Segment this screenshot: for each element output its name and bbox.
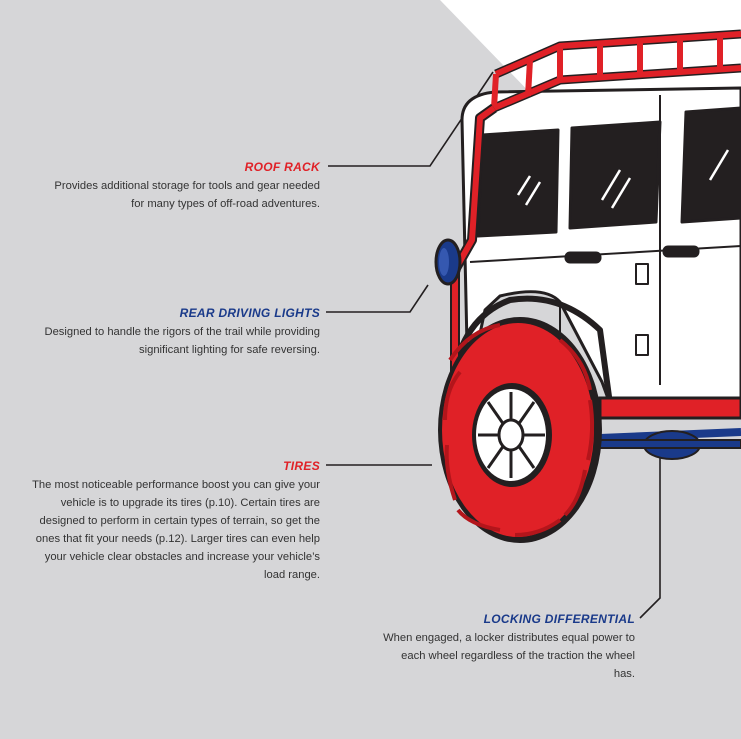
locker-leader bbox=[639, 458, 661, 619]
rear-window bbox=[476, 128, 560, 238]
rear-driving-lights-description: Designed to handle the rigors of the tra… bbox=[44, 326, 321, 356]
rear-lights-leader bbox=[326, 284, 429, 313]
tire-icon bbox=[438, 317, 602, 543]
tires-title: TIRES bbox=[283, 459, 320, 473]
roof-rack-description: Provides additional storage for tools an… bbox=[54, 180, 320, 210]
vehicle-body bbox=[447, 86, 741, 406]
roof-rack-title: ROOF RACK bbox=[244, 160, 320, 174]
roof-rack-icon bbox=[450, 29, 741, 380]
side-window-2 bbox=[680, 106, 741, 224]
locking-differential-title: LOCKING DIFFERENTIAL bbox=[483, 612, 635, 626]
roof-rack-callout: ROOF RACK Provides additional storage fo… bbox=[40, 160, 320, 213]
tires-description: The most noticeable performance boost yo… bbox=[32, 479, 320, 581]
rear-driving-lights-callout: REAR DRIVING LIGHTS Designed to handle t… bbox=[40, 306, 321, 359]
locking-differential-callout: LOCKING DIFFERENTIAL When engaged, a loc… bbox=[380, 612, 635, 683]
tires-callout: TIRES The most noticeable performance bo… bbox=[30, 459, 320, 584]
rear-driving-lights-title: REAR DRIVING LIGHTS bbox=[179, 306, 320, 320]
driving-light-icon bbox=[434, 238, 462, 286]
side-window-1 bbox=[568, 120, 662, 230]
locking-differential-description: When engaged, a locker distributes equal… bbox=[383, 632, 635, 680]
